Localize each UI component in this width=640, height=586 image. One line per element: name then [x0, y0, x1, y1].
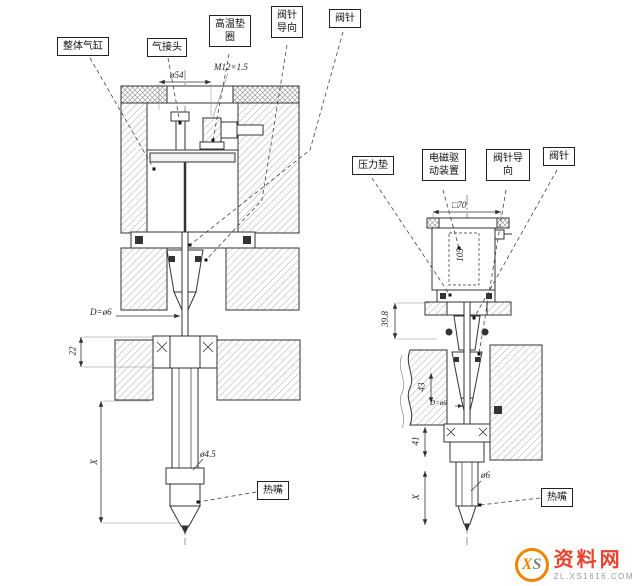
dim-x-right: X: [410, 494, 421, 500]
label-ht-washer: 高温垫圈: [209, 15, 251, 47]
label-pin-guide-left: 阀针导向: [271, 6, 303, 38]
label-hot-nozzle-right: 热嘴: [541, 488, 573, 507]
label-magnetic-drive: 电磁驱动装置: [422, 149, 466, 181]
dim-43: 43: [416, 382, 427, 392]
left-assembly-drawing: [78, 31, 344, 545]
label-air-fitting: 气接头: [147, 38, 187, 57]
watermark-site-name: 资料网: [553, 548, 623, 571]
label-pressure-pad: 压力垫: [352, 156, 394, 175]
label-hot-nozzle-left: 热嘴: [257, 481, 289, 500]
right-assembly-drawing: [371, 169, 558, 545]
dim-22: 22: [67, 346, 78, 356]
dim-41: 41: [410, 436, 421, 446]
dim-dia6: ø6: [481, 470, 490, 480]
dim-pin-dia-left: D=ø6: [90, 307, 112, 317]
dim-pin-dia-right: D=ø6: [430, 399, 447, 407]
watermark: X S 资料网 ZL.XS1616.COM: [514, 548, 634, 582]
dim-dia54: ø54: [170, 70, 184, 80]
dim-dia45: ø4.5: [200, 449, 216, 459]
dim-39-8: 39.8: [379, 311, 390, 327]
watermark-text: 资料网 ZL.XS1616.COM: [554, 550, 634, 581]
watermark-logo-icon: X S: [514, 548, 549, 582]
label-valve-pin-left: 阀针: [329, 9, 361, 28]
label-pin-guide-right: 阀针导向: [486, 149, 530, 181]
label-valve-pin-right: 阀针: [543, 147, 575, 166]
dim-sq70: □70: [452, 200, 467, 210]
dim-x-left: X: [88, 459, 99, 465]
dim-105: 105: [454, 248, 465, 262]
watermark-site-url: ZL.XS1616.COM: [553, 571, 634, 581]
watermark-logo-s: S: [532, 556, 542, 573]
dim-thread-m12: M12×1.5: [214, 62, 248, 72]
watermark-logo-x: X: [521, 556, 533, 573]
label-integral-cylinder: 整体气缸: [57, 37, 109, 56]
